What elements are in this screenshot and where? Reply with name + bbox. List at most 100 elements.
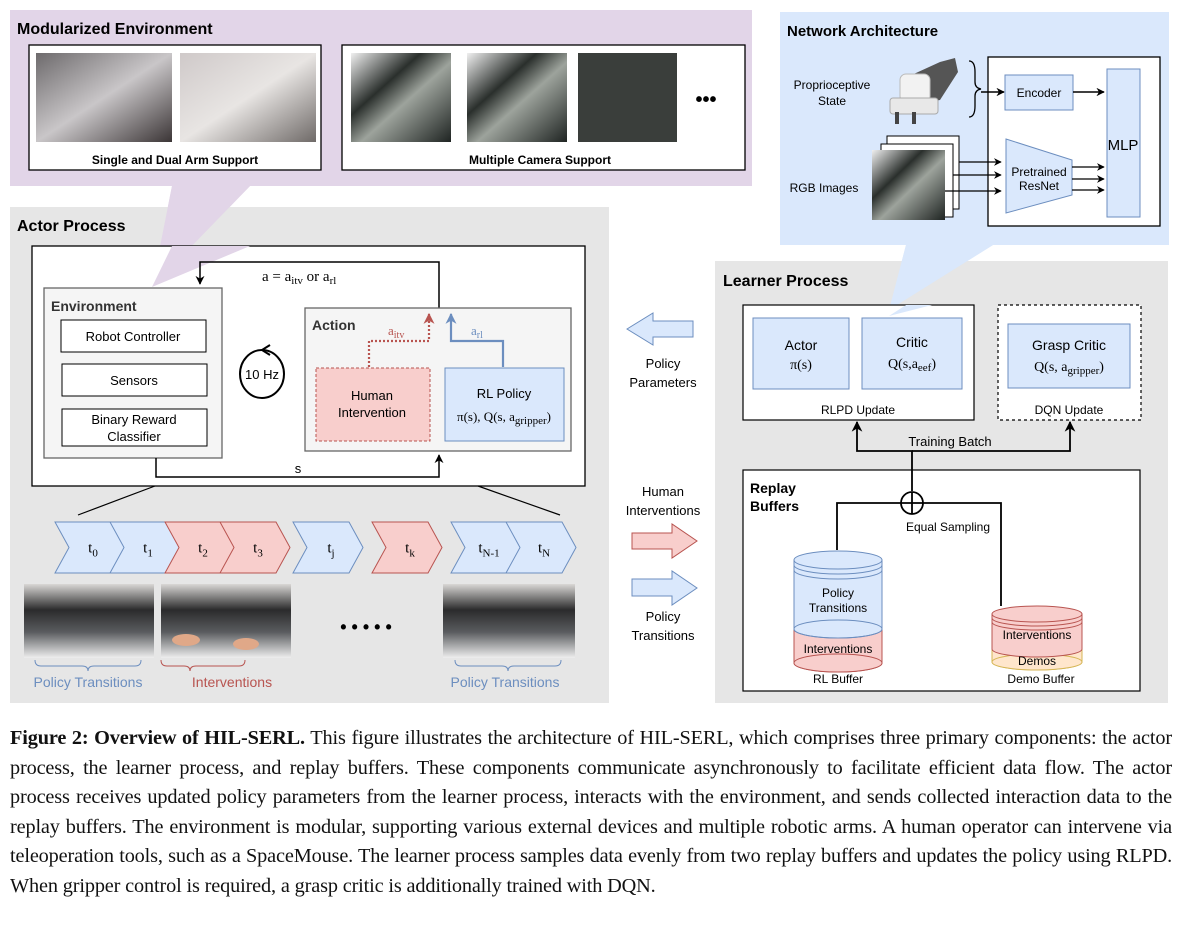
sensors-box <box>61 363 208 397</box>
network-callout-tip <box>889 305 932 316</box>
timeline-step-label: tN-1 <box>478 541 499 560</box>
policy-brace-end <box>454 659 562 672</box>
rl-buffer-label: RL Buffer <box>813 672 863 686</box>
camera-support-label: Multiple Camera Support <box>469 153 611 167</box>
timeline-zoom-line-left <box>77 485 156 516</box>
policy-transitions-line1: Policy <box>646 609 681 624</box>
operator-hand-left <box>172 634 200 646</box>
timeline-ellipsis: • • • • • <box>340 617 392 637</box>
loop-arrowhead-icon <box>260 344 271 356</box>
operator-hand-right <box>233 638 259 650</box>
rl-buffer-policy-line1: Policy <box>822 586 854 600</box>
actor-network-equation: π(s) <box>790 358 812 373</box>
equal-sampling-label: Equal Sampling <box>906 520 990 534</box>
replay-buffers-title-line2: Buffers <box>750 498 799 514</box>
hil-serl-diagram: Modularized Environment Single and Dual … <box>10 10 1169 703</box>
timeline-step-j <box>292 521 364 574</box>
rl-buffer-cylinder <box>793 550 883 673</box>
proprio-label-line1: Proprioceptive <box>794 78 871 92</box>
single-arm-photo <box>36 53 172 142</box>
state-label: s <box>295 461 302 476</box>
timeline-step-n <box>505 521 577 574</box>
rl-policy-box <box>444 367 565 442</box>
rgb-images-label: RGB Images <box>790 181 859 195</box>
policy-parameters-arrow <box>626 312 694 346</box>
human-intervention-line1: Human <box>351 388 393 403</box>
reward-classifier-label-line1: Binary Reward <box>91 412 176 427</box>
timeline-zoom-line-right <box>477 485 561 516</box>
resnet-label-line2: ResNet <box>1019 179 1060 193</box>
grasp-critic-block <box>1007 323 1131 389</box>
training-batch-to-dqn-arrow <box>912 420 1076 452</box>
training-batch-label: Training Batch <box>908 434 991 449</box>
caption-text: This figure illustrates the architecture… <box>10 727 1172 897</box>
rl-buffer-policy-line2: Transitions <box>809 601 867 615</box>
robot-controller-label: Robot Controller <box>86 329 181 344</box>
encoder-block <box>1004 74 1074 111</box>
demo-buffer-interventions: Interventions <box>1003 628 1072 642</box>
policy-transitions-arrow <box>631 570 698 606</box>
timeline-step-label: t3 <box>253 541 263 560</box>
dual-arm-photo <box>180 53 316 142</box>
intervention-brace <box>160 659 246 672</box>
human-interventions-arrow <box>631 523 698 559</box>
rl-policy-title: RL Policy <box>477 386 532 401</box>
resnet-to-mlp-arrows <box>1072 163 1105 194</box>
a-itv-label: aitv <box>388 323 404 341</box>
actor-process-title: Actor Process <box>17 218 126 235</box>
policy-parameters-line1: Policy <box>646 356 681 371</box>
interventions-label: Interventions <box>192 674 272 690</box>
actor-network-title: Actor <box>785 337 818 353</box>
policy-thumbnail-start <box>24 584 154 658</box>
critic-network-equation: Q(s,aeef) <box>888 357 936 374</box>
timeline-step-label: tj <box>327 541 334 560</box>
human-interventions-line2: Interventions <box>626 503 701 518</box>
actor-process-panel: Actor Process a = aitv or arl Environmen… <box>10 186 609 703</box>
policy-parameters-line2: Parameters <box>629 375 697 390</box>
human-intervention-box <box>315 367 431 442</box>
rl-policy-equation: π(s), Q(s, agripper) <box>457 409 551 427</box>
timeline-step-label: t1 <box>143 541 153 560</box>
critic-network-title: Critic <box>896 334 928 350</box>
environment-title: Environment <box>51 298 137 314</box>
arm-support-label: Single and Dual Arm Support <box>92 153 258 167</box>
policy-transitions-label-end: Policy Transitions <box>451 674 560 690</box>
modularized-callout-tail <box>152 246 250 287</box>
resnet-block <box>1005 138 1073 214</box>
grasp-critic-equation: Q(s, agripper) <box>1034 360 1104 377</box>
network-architecture-title: Network Architecture <box>787 23 938 40</box>
modularized-environment-title: Modularized Environment <box>17 21 213 38</box>
policy-brace-start <box>34 659 142 672</box>
state-arrow <box>155 454 444 478</box>
replay-buffers-title-line1: Replay <box>750 480 796 496</box>
mlp-label: MLP <box>1108 137 1139 154</box>
policy-action-arrow <box>445 312 505 367</box>
actor-network-block <box>752 317 850 390</box>
gripper-illustration <box>889 58 958 124</box>
proprio-label-line2: State <box>818 94 846 108</box>
timeline-step-label: t0 <box>88 541 98 560</box>
sensors-label: Sensors <box>110 373 158 388</box>
action-feedback-arrow <box>195 261 440 308</box>
human-interventions-line1: Human <box>642 484 684 499</box>
action-title: Action <box>312 317 356 333</box>
mlp-block <box>1106 68 1141 218</box>
learner-process-panel: Learner Process Actor π(s) Critic Q(s,ae… <box>715 245 1168 703</box>
caption-label: Figure 2: Overview of HIL-SERL. <box>10 727 305 749</box>
figure-caption: Figure 2: Overview of HIL-SERL. This fig… <box>10 724 1172 902</box>
human-intervention-line2: Intervention <box>338 405 406 420</box>
timeline-step-label: t2 <box>198 541 208 560</box>
reward-classifier-label-line2: Classifier <box>107 429 161 444</box>
a-rl-label: arl <box>471 323 483 341</box>
reward-classifier-box <box>61 408 208 447</box>
frequency-label: 10 Hz <box>245 367 279 382</box>
demo-buffer-demos: Demos <box>1018 654 1056 668</box>
critic-network-block <box>861 317 963 390</box>
intervention-thumbnail <box>161 584 291 658</box>
policy-thumbnail-end <box>443 584 575 658</box>
proprio-brace <box>968 60 982 118</box>
timeline-step-k <box>371 521 443 574</box>
robot-controller-box <box>60 319 207 353</box>
grasp-critic-title: Grasp Critic <box>1032 337 1106 353</box>
